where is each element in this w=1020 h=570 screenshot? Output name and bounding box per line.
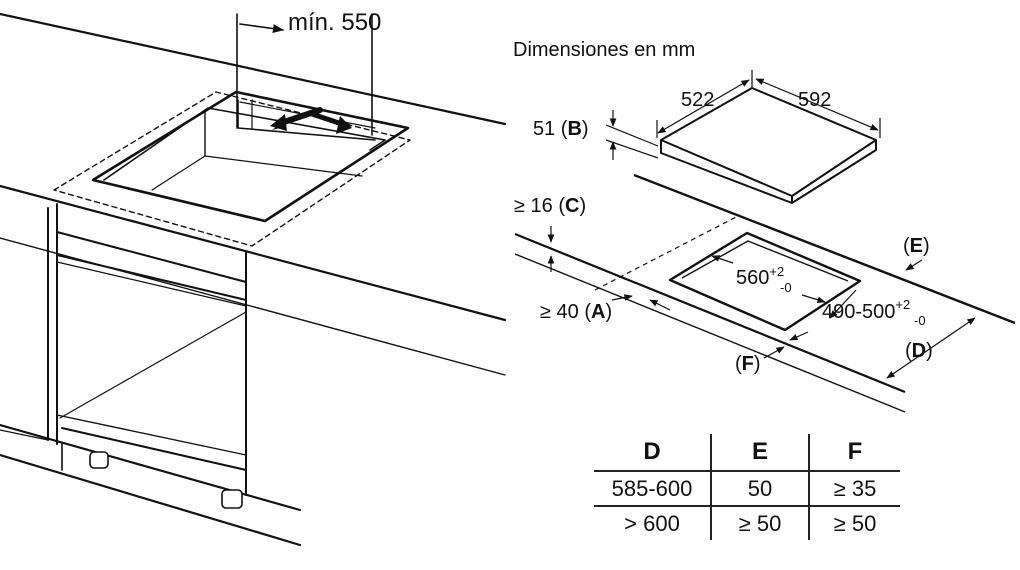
table-row: 585-600 50 ≥ 35 <box>594 470 900 506</box>
column-header-e: E <box>710 434 809 471</box>
dimensions-title: Dimensiones en mm <box>513 39 695 61</box>
cutout-depth-tolerance-minus: -0 <box>914 313 926 328</box>
hob-height-label: 51 (B) <box>533 118 589 140</box>
cabinet-illustration <box>0 12 507 547</box>
hob-width-label: 592 <box>798 89 831 111</box>
table-cell: 585-600 <box>594 470 711 506</box>
table-cell: ≥ 50 <box>808 505 900 540</box>
column-header-f: F <box>808 434 900 471</box>
cabinet-feet <box>61 443 243 509</box>
gap-d-label: (D) <box>905 340 933 362</box>
table-row: > 600 ≥ 50 ≥ 50 <box>594 505 900 540</box>
gap-f-label: (F) <box>735 353 761 375</box>
min-width-dimension <box>236 13 373 136</box>
cutout-width-tolerance-minus: -0 <box>780 280 792 295</box>
dimensions-table: D E F 585-600 50 ≥ 35 > 600 ≥ 50 ≥ 50 <box>594 434 900 540</box>
front-gap-label: ≥ 40 (A) <box>540 301 612 323</box>
worktop <box>0 12 507 376</box>
cutout-depth-label: 490-500+2 <box>822 297 910 323</box>
table-header-row: D E F <box>594 434 900 471</box>
hob-outline-dashed <box>53 91 411 247</box>
cutout-width-label: 560+2 <box>736 264 784 289</box>
insertion-arrows-icon <box>270 107 352 134</box>
cabinet <box>0 203 302 547</box>
hob-depth-label: 522 <box>681 89 714 111</box>
worktop-cutout <box>91 90 410 223</box>
gap-e-label: (E) <box>903 235 930 257</box>
hob-drawing <box>605 70 1016 325</box>
column-header-d: D <box>643 438 661 465</box>
worktop-thickness-label: ≥ 16 (C) <box>514 195 586 217</box>
table-cell: ≥ 50 <box>710 505 809 540</box>
table-cell: > 600 <box>594 505 711 540</box>
table-cell: 50 <box>710 470 809 506</box>
table-cell: ≥ 35 <box>808 470 900 506</box>
worktop-cutout-drawing <box>514 214 976 413</box>
min-width-label: mín. 550 <box>288 9 381 36</box>
